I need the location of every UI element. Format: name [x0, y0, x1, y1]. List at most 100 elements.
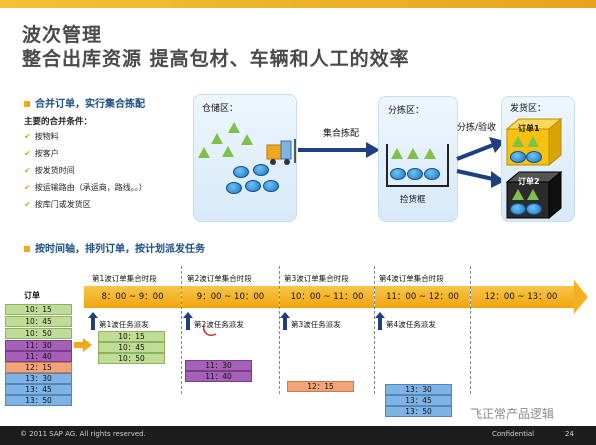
orange-arrow-icon	[74, 338, 92, 352]
order-block: 13：45	[5, 384, 72, 395]
order-block: 11：30	[5, 340, 72, 351]
confidential-text: Confidential	[492, 430, 535, 438]
order2-label: 订单2	[518, 177, 540, 186]
goods-disc-icon	[263, 180, 279, 192]
wave2-order: 11：30	[185, 360, 252, 371]
bullet-square-icon	[24, 101, 30, 107]
wave2-order: 11：40	[185, 371, 252, 382]
pick-frame-label: 捡货框	[400, 195, 426, 205]
wave4-order: 13：50	[385, 406, 452, 417]
forklift-icon	[266, 139, 296, 165]
order-block: 13：50	[5, 395, 72, 406]
divider-line	[279, 266, 280, 394]
slide-subtitle: 整合出库资源 提高包材、车辆和人工的效率	[22, 48, 410, 70]
condition-item: ✔按库门或发货区	[24, 200, 91, 209]
divider-line	[181, 266, 182, 394]
goods-triangle-icon	[198, 147, 210, 158]
order-block: 11：40	[5, 351, 72, 362]
wave1-order: 10：45	[98, 342, 165, 353]
timeline-arrowhead-icon	[574, 280, 588, 314]
time-segment: 10：00 ~ 11：00	[290, 292, 364, 302]
dispatch-arrow-icon	[88, 312, 98, 330]
goods-triangle-icon	[424, 148, 436, 159]
copyright-text: © 2011 SAP AG. All rights reserved.	[20, 430, 146, 438]
goods-disc-icon	[233, 166, 249, 178]
sort-verify-label: 分拣/验收	[457, 123, 497, 133]
time-segment: 12：00 ~ 13：00	[484, 292, 558, 302]
goods-disc-icon	[510, 203, 526, 215]
divider-line	[470, 266, 471, 394]
wave3-order: 12：15	[287, 381, 354, 392]
watermark-text: 飞正常产品逻辑	[470, 407, 555, 421]
goods-triangle-icon	[211, 133, 223, 144]
bullet-square-icon	[24, 246, 30, 252]
goods-disc-icon	[510, 151, 526, 163]
goods-triangle-icon	[241, 134, 253, 145]
pen-mark-icon	[202, 323, 217, 336]
pick-frame-icon	[386, 144, 449, 187]
goods-triangle-icon	[527, 136, 539, 147]
check-icon: ✔	[24, 166, 31, 175]
goods-triangle-icon	[391, 148, 403, 159]
dispatch-arrow-icon	[375, 312, 385, 330]
phase-label: 第2波订单集合时段	[187, 274, 252, 283]
goods-disc-icon	[253, 164, 269, 176]
divider-line	[374, 266, 375, 394]
goods-disc-icon	[526, 203, 542, 215]
check-icon: ✔	[24, 132, 31, 141]
storage-zone-label: 仓储区：	[202, 104, 239, 114]
arrow-right-icon	[298, 142, 380, 158]
goods-triangle-icon	[527, 189, 539, 200]
order-block: 10：15	[5, 304, 72, 315]
dispatch-label: 第3波任务派发	[291, 320, 341, 329]
wave1-order: 10：50	[98, 353, 165, 364]
condition-item: ✔按客户	[24, 149, 59, 158]
condition-item: ✔按物料	[24, 132, 59, 141]
shipping-zone-label: 发货区：	[510, 104, 547, 114]
dispatch-label: 第4波任务派发	[386, 320, 436, 329]
dispatch-arrow-icon	[280, 312, 290, 330]
check-icon: ✔	[24, 183, 31, 192]
goods-triangle-icon	[407, 148, 419, 159]
page-number: 24	[565, 430, 574, 438]
goods-triangle-icon	[512, 136, 524, 147]
collect-picking-label: 集合拣配	[323, 129, 360, 139]
phase-label: 第4波订单集合时段	[379, 274, 444, 283]
goods-triangle-icon	[228, 122, 240, 133]
goods-disc-icon	[526, 151, 542, 163]
order1-label: 订单1	[518, 124, 540, 133]
wave4-order: 13：30	[385, 384, 452, 395]
goods-disc-icon	[424, 168, 440, 180]
conditions-title: 主要的合并条件：	[24, 117, 93, 127]
footer-bar	[0, 426, 596, 445]
order-block: 10：45	[5, 316, 72, 327]
goods-disc-icon	[407, 168, 423, 180]
phase-label: 第1波订单集合时段	[92, 274, 157, 283]
goods-disc-icon	[226, 182, 242, 194]
time-segment: 11：00 ~ 12：00	[386, 292, 459, 302]
goods-disc-icon	[245, 180, 261, 192]
dispatch-label: 第1波任务派发	[99, 320, 149, 329]
split-arrows-icon	[456, 137, 505, 188]
wave4-order: 13：45	[385, 395, 452, 406]
check-icon: ✔	[24, 149, 31, 158]
condition-item: ✔按运输路由（承运商，路线。。）	[24, 183, 147, 192]
section-heading-merge: 合并订单，实行集合拣配	[24, 95, 145, 110]
top-accent-bar	[0, 0, 596, 8]
picking-zone-label: 分拣区：	[388, 106, 425, 116]
order-block: 10：50	[5, 328, 72, 339]
wave1-order: 10：15	[98, 331, 165, 342]
phase-label: 第3波订单集合时段	[284, 274, 349, 283]
order-block: 12：15	[5, 362, 72, 373]
time-segment: 8：00 ~ 9：00	[101, 292, 164, 302]
goods-triangle-icon	[222, 146, 234, 157]
dispatch-label: 第2波任务派发	[194, 320, 244, 329]
condition-item: ✔按发货时间	[24, 166, 75, 175]
goods-triangle-icon	[512, 189, 524, 200]
section-heading-timeline: 按时间轴，排列订单，按计划派发任务	[24, 240, 205, 255]
orders-title: 订单	[24, 291, 40, 300]
dispatch-arrow-icon	[183, 312, 193, 330]
goods-disc-icon	[390, 168, 406, 180]
check-icon: ✔	[24, 200, 31, 209]
order-block: 13：30	[5, 373, 72, 384]
